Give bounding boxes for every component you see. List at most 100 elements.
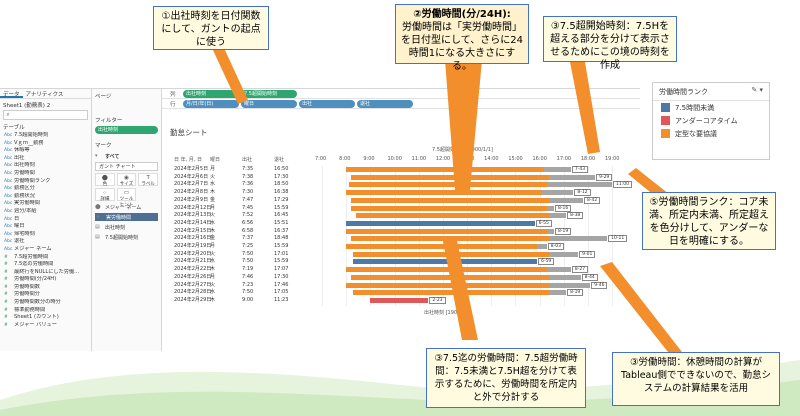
tab-analytics[interactable]: アナリティクス <box>25 92 64 98</box>
field-item[interactable]: #労働時間数 <box>0 284 91 292</box>
legend-item[interactable]: 7.5時間未満 <box>653 101 769 114</box>
field-item[interactable]: #労働時間分 <box>0 291 91 299</box>
field-item[interactable]: #最終行をNULLにした労働... <box>0 269 91 277</box>
legend-item[interactable]: 定型な要協議 <box>653 127 769 140</box>
rows-pill[interactable]: 曜日 <box>241 99 297 108</box>
gantt-bar[interactable] <box>351 205 547 211</box>
field-item[interactable]: #労働時間(分/24H) <box>0 276 91 284</box>
gantt-bar-overtime[interactable] <box>549 197 583 203</box>
gantt-bar[interactable] <box>353 259 538 265</box>
gantt-bar-overtime[interactable] <box>549 213 567 219</box>
gantt-bar-overtime[interactable] <box>544 167 571 172</box>
tab-data[interactable]: データ <box>0 89 23 98</box>
gantt-bar[interactable] <box>346 282 550 288</box>
filter-pill[interactable]: 出社時刻 <box>95 126 158 134</box>
field-item[interactable]: #メジャー バリュー <box>0 322 91 330</box>
color-button[interactable]: ⬤色 <box>95 173 115 187</box>
gantt-bar-overtime[interactable] <box>546 267 571 273</box>
legend-item[interactable]: アンダーコアタイム <box>653 114 769 127</box>
marks-row-measure-names[interactable]: ⬤メジャー ネーム <box>95 203 158 211</box>
gantt-bar[interactable] <box>348 182 547 188</box>
gantt-bar[interactable] <box>353 290 550 296</box>
field-item[interactable]: #労働時間数分の時分 <box>0 299 91 307</box>
marks-all[interactable]: ▾ すべて <box>95 152 158 160</box>
marks-row-actual[interactable]: ◉実労働時間 <box>95 213 158 221</box>
rows-pill[interactable]: 退社 <box>357 99 413 108</box>
gantt-bar-overtime[interactable] <box>549 174 596 180</box>
gantt-bar[interactable] <box>370 297 429 303</box>
gantt-bar[interactable] <box>346 220 535 226</box>
gantt-bar[interactable] <box>351 174 550 180</box>
field-item[interactable]: #7.5超労働時間 <box>0 254 91 262</box>
columns-pill[interactable]: 出社時刻 <box>183 89 239 98</box>
gantt-bar[interactable] <box>353 251 550 257</box>
data-source-name[interactable]: Sheet1 (勤務表) 2 <box>3 103 51 109</box>
columns-pill[interactable]: 7.5超開始時刻 <box>241 89 297 98</box>
field-item[interactable]: #標準勤務時間 <box>0 307 91 315</box>
size-button[interactable]: ◉サイズ <box>116 173 137 187</box>
field-item[interactable]: #7.5迄の労働時間 <box>0 261 91 269</box>
marks-row-75[interactable]: ▤7.5超開始時刻 <box>95 233 158 241</box>
gantt-bar[interactable] <box>351 236 550 242</box>
gantt-bar[interactable] <box>346 167 545 172</box>
gantt-bar[interactable] <box>346 244 538 249</box>
rows-pill[interactable]: 出社 <box>299 99 355 108</box>
rows-shelf[interactable]: 行 月/日/年(日) 曜日 出社 退社 <box>162 99 640 109</box>
gantt-bar-overtime[interactable] <box>537 244 547 249</box>
detail-button[interactable]: ⁘詳細 <box>95 188 115 202</box>
gantt-bar[interactable] <box>346 190 542 196</box>
gantt-bar-overtime[interactable] <box>549 274 581 280</box>
tooltip-button[interactable]: ▭ツールヒント <box>116 188 137 208</box>
field-search[interactable]: ⌕ <box>3 110 88 120</box>
gantt-bar[interactable] <box>351 197 550 203</box>
gantt-bar-overtime[interactable] <box>549 282 591 288</box>
gantt-bar-overtime[interactable] <box>549 251 579 257</box>
edit-pen-icon[interactable]: ✎ ▾ <box>751 86 763 94</box>
gantt-bar[interactable] <box>351 274 550 280</box>
gantt-bar[interactable] <box>355 213 550 219</box>
gantt-bar[interactable] <box>346 228 547 234</box>
gantt-bar-overtime[interactable] <box>546 205 554 211</box>
gantt-bar[interactable] <box>346 267 547 273</box>
gantt-bar-overtime[interactable] <box>541 190 574 196</box>
gantt-bar-overtime[interactable] <box>549 290 567 296</box>
gantt-bar-overtime[interactable] <box>546 182 612 188</box>
gantt-bar-overtime[interactable] <box>549 236 608 242</box>
gantt-bar-overtime[interactable] <box>546 228 554 234</box>
marks-row-checkin[interactable]: ▤出社時刻 <box>95 223 158 231</box>
